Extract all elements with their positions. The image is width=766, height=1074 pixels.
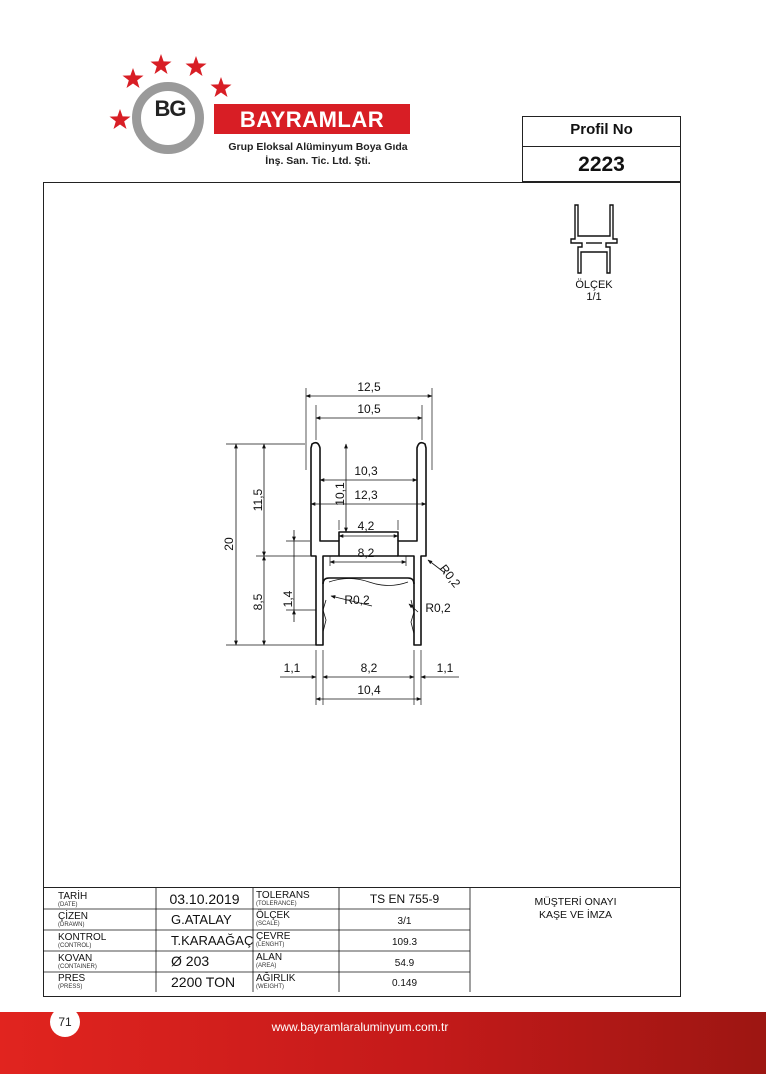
- dim-1-1-left: 1,1: [284, 661, 301, 675]
- table-row: ÇİZEN (DRAWN): [58, 911, 88, 929]
- dim-20: 20: [222, 537, 236, 551]
- dim-10-5: 10,5: [357, 402, 381, 416]
- row-tolerance-value: TS EN 755-9: [369, 892, 440, 906]
- row-scale-value: 3/1: [397, 916, 412, 927]
- dim-r-corner: R0,2: [437, 562, 464, 591]
- row-scale-sub: (SCALE): [256, 921, 280, 927]
- row-press-sub: (PRESS): [58, 984, 83, 990]
- row-date-sub: (DATE): [58, 902, 78, 908]
- customer-approval: MÜŞTERİ ONAYI KAŞE VE İMZA: [470, 896, 681, 922]
- dim-r-right: R0,2: [425, 601, 451, 615]
- row-press-value: 2200 TON: [171, 974, 236, 990]
- table-row: KOVAN (CONTAINER): [58, 953, 97, 971]
- footer-bar: [0, 1012, 766, 1074]
- profile-thumbnail: [570, 204, 618, 274]
- dim-10-3: 10,3: [354, 464, 378, 478]
- table-row: ÇEVRE (LENGHT): [256, 931, 291, 949]
- row-scale-label: ÖLÇEK: [256, 910, 290, 921]
- dim-8-2-top: 8,2: [358, 546, 375, 560]
- row-press-label: PRES: [58, 973, 86, 984]
- row-control-value: T.KARAAĞAÇ: [171, 933, 254, 948]
- dim-8-2-bottom: 8,2: [361, 661, 378, 675]
- scale-note-label: ÖLÇEK: [575, 279, 613, 291]
- dim-8-5: 8,5: [251, 593, 265, 610]
- title-block-grid: [43, 888, 471, 992]
- profile-number: 2223: [578, 153, 625, 176]
- footer-url[interactable]: www.bayramlaraluminyum.com.tr: [271, 1020, 449, 1034]
- table-row: PRES (PRESS): [58, 973, 86, 991]
- row-drawn-value: G.ATALAY: [171, 912, 232, 927]
- profile-label: Profil No: [570, 121, 633, 138]
- row-drawn-label: ÇİZEN: [58, 911, 88, 922]
- table-row: AĞIRLIK (WEIGHT): [256, 973, 296, 991]
- dim-1-1-right: 1,1: [437, 661, 454, 675]
- row-length-label: ÇEVRE: [256, 931, 291, 942]
- brand-banner: [214, 104, 410, 134]
- profile-box: [522, 116, 681, 182]
- row-date-value: 03.10.2019: [169, 891, 240, 907]
- logo-ring: [132, 82, 204, 154]
- row-drawn-sub: (DRAWN): [58, 922, 85, 928]
- row-date-label: TARİH: [58, 891, 88, 902]
- dim-12-5: 12,5: [357, 380, 381, 394]
- dim-1-4: 1,4: [281, 590, 295, 607]
- dim-12-3: 12,3: [354, 488, 378, 502]
- table-row: TARİH (DATE): [58, 891, 88, 909]
- row-tolerance-label: TOLERANS: [256, 890, 310, 901]
- dim-11-5: 11,5: [251, 488, 265, 511]
- row-weight-sub: (WEIGHT): [256, 984, 284, 990]
- table-row: TOLERANS (TOLERANCE): [256, 890, 310, 908]
- page-number: 71: [50, 1007, 80, 1037]
- logo-initials: BG: [154, 96, 187, 121]
- row-length-sub: (LENGHT): [256, 942, 285, 948]
- row-area-label: ALAN: [256, 952, 283, 963]
- row-area-sub: (AREA): [256, 963, 277, 969]
- drawing-frame: [43, 182, 681, 997]
- table-row: ALAN (AREA): [256, 952, 283, 970]
- approval-line1: MÜŞTERİ ONAYI: [534, 896, 617, 908]
- dim-4-2: 4,2: [358, 519, 375, 533]
- brand-subtitle-line2: İnş. San. Tic. Ltd. Şti.: [265, 155, 371, 167]
- dim-10-4: 10,4: [357, 683, 381, 697]
- row-container-sub: (CONTAINER): [58, 964, 97, 970]
- approval-line2: KAŞE VE İMZA: [539, 909, 612, 921]
- profile-technical-drawing: 12,5 10,5 10,3 12,3 4,2 8,2 10,1 11,5 20…: [222, 380, 464, 705]
- row-weight-value: 0.149: [391, 978, 418, 989]
- profile-divider: [522, 146, 681, 147]
- dim-10-1: 10,1: [333, 482, 347, 506]
- brand-subtitle: Grup Eloksal Alüminyum Boya Gıda İnş. Sa…: [200, 140, 436, 168]
- dim-r-left: R0,2: [344, 593, 370, 607]
- scale-note-value: 1/1: [586, 291, 602, 303]
- row-control-sub: (CONTROL): [58, 943, 92, 949]
- row-container-value: Ø 203: [171, 953, 210, 969]
- table-row: ÖLÇEK (SCALE): [256, 910, 290, 928]
- row-area-value: 54.9: [394, 958, 415, 969]
- row-weight-label: AĞIRLIK: [256, 973, 296, 984]
- row-length-value: 109.3: [391, 937, 418, 948]
- brand-name: BAYRAMLAR: [239, 107, 385, 132]
- title-block: TARİH (DATE) 03.10.2019 TOLERANS (TOLERA…: [43, 887, 681, 998]
- row-control-label: KONTROL: [58, 932, 107, 943]
- brand-subtitle-line1: Grup Eloksal Alüminyum Boya Gıda: [228, 141, 408, 153]
- scale-note: ÖLÇEK 1/1: [565, 279, 623, 303]
- row-container-label: KOVAN: [58, 953, 93, 964]
- row-tolerance-sub: (TOLERANCE): [256, 901, 297, 907]
- table-row: KONTROL (CONTROL): [58, 932, 107, 950]
